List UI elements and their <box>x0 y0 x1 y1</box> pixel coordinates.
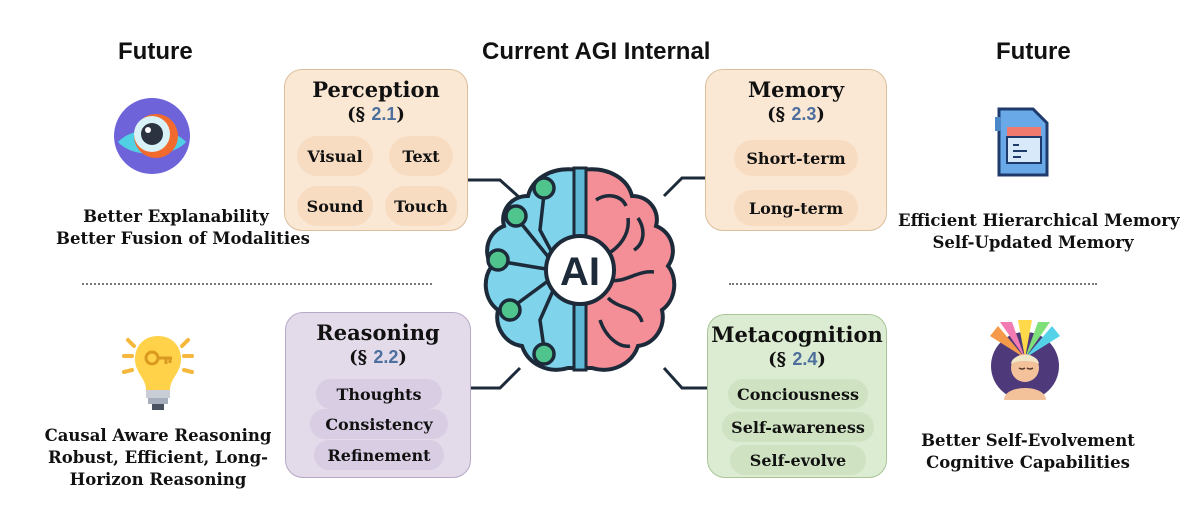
metacognition-title: Metacognition <box>711 322 883 347</box>
lightbulb-key-icon <box>122 336 194 410</box>
future-header-right: Future <box>996 38 1071 65</box>
perception-title: Perception <box>312 77 440 102</box>
separator-right <box>729 283 1097 285</box>
reasoning-title: Reasoning <box>316 320 440 345</box>
metacognition-item-self-evolve: Self-evolve <box>730 445 866 475</box>
meditating-person-icon <box>990 320 1060 400</box>
memory-box: Memory (§ 2.3) Short-term Long-term <box>705 69 887 231</box>
perception-box: Perception (§ 2.1) Visual Text Sound Tou… <box>284 69 468 231</box>
metacognition-box: Metacognition (§ 2.4) Conciousness Self-… <box>707 314 887 478</box>
metacognition-section: (§ 2.4) <box>768 349 826 370</box>
memory-item-short-term: Short-term <box>734 140 858 176</box>
eye-icon <box>114 98 190 174</box>
memory-card-icon <box>995 107 1049 177</box>
perception-item-visual: Visual <box>297 136 373 176</box>
memory-title: Memory <box>747 77 845 102</box>
perception-item-sound: Sound <box>297 186 373 226</box>
reasoning-item-consistency: Consistency <box>310 409 448 439</box>
meta-future-caption: Better Self-Evolvement Cognitive Capabil… <box>921 431 1135 472</box>
perception-future-caption: Better Explanability Better Fusion of Mo… <box>56 207 310 248</box>
reasoning-item-refinement: Refinement <box>314 440 444 470</box>
metacognition-item-conciousness: Conciousness <box>728 379 868 409</box>
reasoning-future-caption: Causal Aware Reasoning Robust, Efficient… <box>44 426 272 489</box>
reasoning-item-thoughts: Thoughts <box>316 379 442 409</box>
future-header-left: Future <box>118 38 193 65</box>
memory-section: (§ 2.3) <box>767 104 825 125</box>
brain-icon: AI <box>483 166 677 372</box>
perception-section: (§ 2.1) <box>347 104 405 125</box>
reasoning-section: (§ 2.2) <box>349 347 407 368</box>
reasoning-box: Reasoning (§ 2.2) Thoughts Consistency R… <box>285 312 471 478</box>
metacognition-item-self-awareness: Self-awareness <box>722 412 874 442</box>
memory-item-long-term: Long-term <box>734 190 858 226</box>
perception-item-text: Text <box>389 136 453 176</box>
memory-future-caption: Efficient Hierarchical Memory Self-Updat… <box>898 211 1180 252</box>
current-agi-header: Current AGI Internal <box>482 38 711 65</box>
brain-ai-label: AI <box>560 250 600 294</box>
perception-item-touch: Touch <box>385 186 457 226</box>
separator-left <box>82 283 432 285</box>
